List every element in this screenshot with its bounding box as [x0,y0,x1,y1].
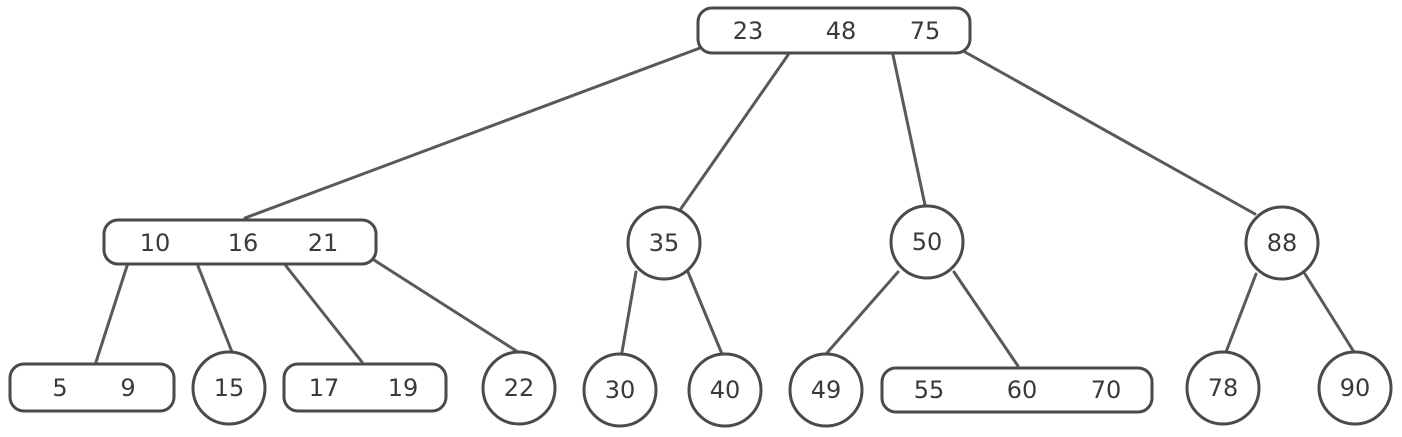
node-key: 70 [1091,376,1122,404]
node-key: 22 [504,374,535,402]
node-key: 35 [649,229,680,257]
edge-root-to-node-88 [963,50,1257,216]
tree-leaf-5-9: 5 9 [8,362,176,413]
node-key: 9 [120,374,135,402]
node-key: 60 [1007,376,1038,404]
tree-leaf-49: 49 [788,352,864,428]
tree-leaf-30: 30 [582,352,658,428]
edge-node-10-16-21-to-leaf-17-19 [284,264,364,364]
node-circle [481,350,557,426]
tree-leaf-40: 40 [687,352,763,428]
node-key: 49 [811,376,842,404]
tree-leaf-55-60-70: 55 60 70 [880,366,1154,414]
tree-node-50: 50 [889,204,965,280]
node-key: 15 [214,374,245,402]
edge-node-35-to-leaf-30 [620,270,638,354]
edge-root-to-node-35 [678,53,790,212]
tree-node-35: 35 [626,205,702,281]
edge-node-88-to-leaf-78 [1224,272,1258,354]
node-circle [788,352,864,428]
node-circle [889,204,965,280]
edge-node-10-16-21-to-leaf-22 [372,258,520,354]
tree-edges [94,46,1356,368]
node-key: 30 [605,376,636,404]
tree-leaf-15: 15 [191,350,267,426]
node-box [102,218,378,266]
tree-node-88: 88 [1244,205,1320,281]
node-box [880,366,1154,414]
node-circle [191,350,267,426]
node-circle [1185,350,1261,426]
node-key: 88 [1267,229,1298,257]
node-box [282,362,448,413]
tree-leaf-17-19: 17 19 [282,362,448,413]
node-box [8,362,176,413]
tree-leaf-90: 90 [1317,350,1393,426]
edge-node-10-16-21-to-leaf-15 [196,264,234,354]
edge-node-35-to-leaf-40 [686,270,724,356]
node-key: 78 [1208,374,1239,402]
node-key: 16 [228,229,259,257]
node-key: 23 [733,17,764,45]
node-key: 48 [826,17,857,45]
node-circle [1317,350,1393,426]
node-key: 10 [140,229,171,257]
node-key: 50 [912,228,943,256]
node-key: 40 [710,376,741,404]
edge-root-to-node-50 [891,53,927,207]
tree-node-root: 23 48 75 [696,6,972,55]
node-key: 75 [910,17,941,45]
tree-leaf-78: 78 [1185,350,1261,426]
edge-node-50-to-leaf-49 [824,270,900,356]
edge-node-50-to-leaf-55-60-70 [952,270,1020,368]
edge-root-to-node-10-16-21 [243,46,702,220]
tree-node-10-16-21: 10 16 21 [102,218,378,266]
tree-leaf-22: 22 [481,350,557,426]
node-key: 17 [309,374,340,402]
node-circle [1244,205,1320,281]
node-box [696,6,972,55]
node-circle [582,352,658,428]
node-key: 55 [914,376,945,404]
edge-node-88-to-leaf-90 [1303,272,1356,354]
node-key: 5 [52,374,67,402]
node-circle [626,205,702,281]
edge-node-10-16-21-to-leaf-5-9 [94,264,129,364]
node-key: 90 [1340,374,1371,402]
node-circle [687,352,763,428]
node-key: 19 [388,374,419,402]
node-key: 21 [308,229,339,257]
